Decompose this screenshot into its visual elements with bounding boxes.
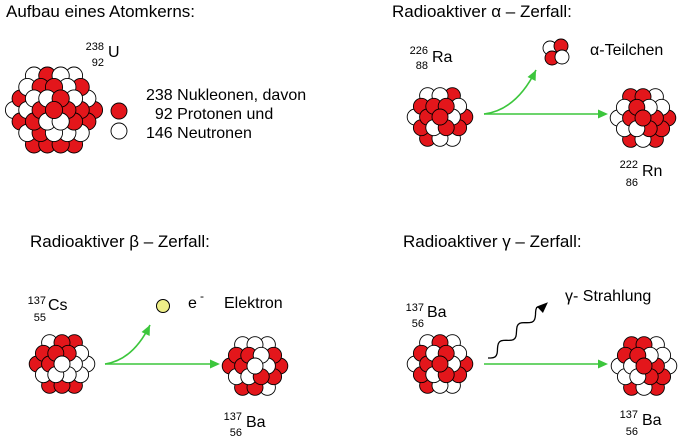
alpha-neutron-ball bbox=[554, 49, 570, 65]
panel1-isotope-number: 92 bbox=[91, 57, 104, 69]
panel4-title: Radioaktiver γ – Zerfall: bbox=[403, 232, 582, 251]
electron-label: Elektron bbox=[224, 295, 283, 312]
alpha-curved-arrow bbox=[483, 69, 537, 115]
panel3-parent-mass: 137 bbox=[27, 295, 46, 307]
barium-ground-nucleus bbox=[610, 336, 678, 396]
gamma-arrow-head bbox=[536, 302, 548, 314]
panel2-parent-number: 88 bbox=[415, 60, 428, 72]
panel4-parent-number: 56 bbox=[411, 318, 424, 330]
panel4-daughter-mass: 137 bbox=[619, 409, 638, 421]
panel2-title: Radioaktiver α – Zerfall: bbox=[392, 2, 572, 21]
neutron-ball bbox=[246, 357, 264, 375]
panel4-daughter-number: 56 bbox=[625, 426, 638, 438]
panel4-parent-symbol: Ba bbox=[427, 304, 447, 321]
alpha-curved-arrow-head bbox=[527, 70, 536, 81]
beta-straight-arrow-head bbox=[210, 359, 220, 369]
radium-nucleus bbox=[406, 87, 474, 147]
gamma-straight-arrow-head bbox=[598, 359, 608, 369]
legend-line-protons: 92 Protonen und bbox=[146, 106, 274, 123]
barium-nucleus bbox=[221, 336, 289, 396]
neutron-ball bbox=[53, 355, 71, 373]
caesium-nucleus bbox=[28, 334, 96, 394]
electron-symbol: e bbox=[188, 295, 197, 312]
legend-proton-ball bbox=[110, 102, 128, 120]
panel3-daughter-number: 56 bbox=[229, 427, 242, 439]
gamma-wavy-arrow bbox=[488, 302, 548, 359]
panel2-daughter-symbol: Rn bbox=[642, 163, 663, 180]
proton-ball bbox=[431, 355, 449, 373]
panel1-isotope-mass: 238 bbox=[85, 41, 104, 53]
panel4-daughter-symbol: Ba bbox=[642, 412, 662, 429]
legend-line-neutrons: 146 Neutronen bbox=[146, 125, 252, 142]
electron-charge: - bbox=[200, 289, 204, 303]
panel3-title: Radioaktiver β – Zerfall: bbox=[30, 232, 210, 251]
uranium-nucleus bbox=[4, 66, 104, 154]
proton-ball bbox=[635, 357, 653, 375]
radon-nucleus bbox=[609, 88, 677, 148]
panel2-parent-mass: 226 bbox=[409, 45, 428, 57]
panel3-parent-symbol: Cs bbox=[48, 297, 68, 314]
panel1-title: Aufbau eines Atomkerns: bbox=[6, 2, 196, 21]
beta-curved-arrow-head bbox=[141, 325, 150, 336]
panel2-daughter-number: 86 bbox=[625, 177, 638, 189]
alpha-straight-arrow-head bbox=[598, 109, 608, 119]
legend-line-nucleons: 238 Nukleonen, davon bbox=[146, 87, 307, 104]
beta-curved-arrow bbox=[104, 324, 151, 365]
panel3-parent-number: 55 bbox=[33, 312, 46, 324]
panel4-parent-mass: 137 bbox=[405, 302, 424, 314]
alpha-straight-arrow bbox=[484, 109, 608, 119]
barium-excited-nucleus bbox=[406, 334, 474, 394]
panel2-parent-symbol: Ra bbox=[432, 49, 453, 66]
panel3-daughter-mass: 137 bbox=[223, 411, 242, 423]
proton-ball bbox=[44, 100, 64, 120]
beta-straight-arrow bbox=[105, 359, 220, 369]
alpha-particle-label: α-Teilchen bbox=[590, 42, 664, 59]
alpha-particle bbox=[542, 38, 570, 66]
electron-ball bbox=[156, 299, 170, 313]
legend-neutron-ball bbox=[110, 122, 128, 140]
gamma-straight-arrow bbox=[484, 359, 608, 369]
proton-ball bbox=[431, 108, 449, 126]
panel2-daughter-mass: 222 bbox=[619, 159, 638, 171]
panel3-daughter-symbol: Ba bbox=[246, 414, 266, 431]
panel1-isotope-symbol: U bbox=[108, 44, 120, 61]
gamma-wave bbox=[488, 304, 546, 359]
gamma-radiation-label: γ- Strahlung bbox=[565, 288, 652, 305]
proton-ball bbox=[634, 109, 652, 127]
